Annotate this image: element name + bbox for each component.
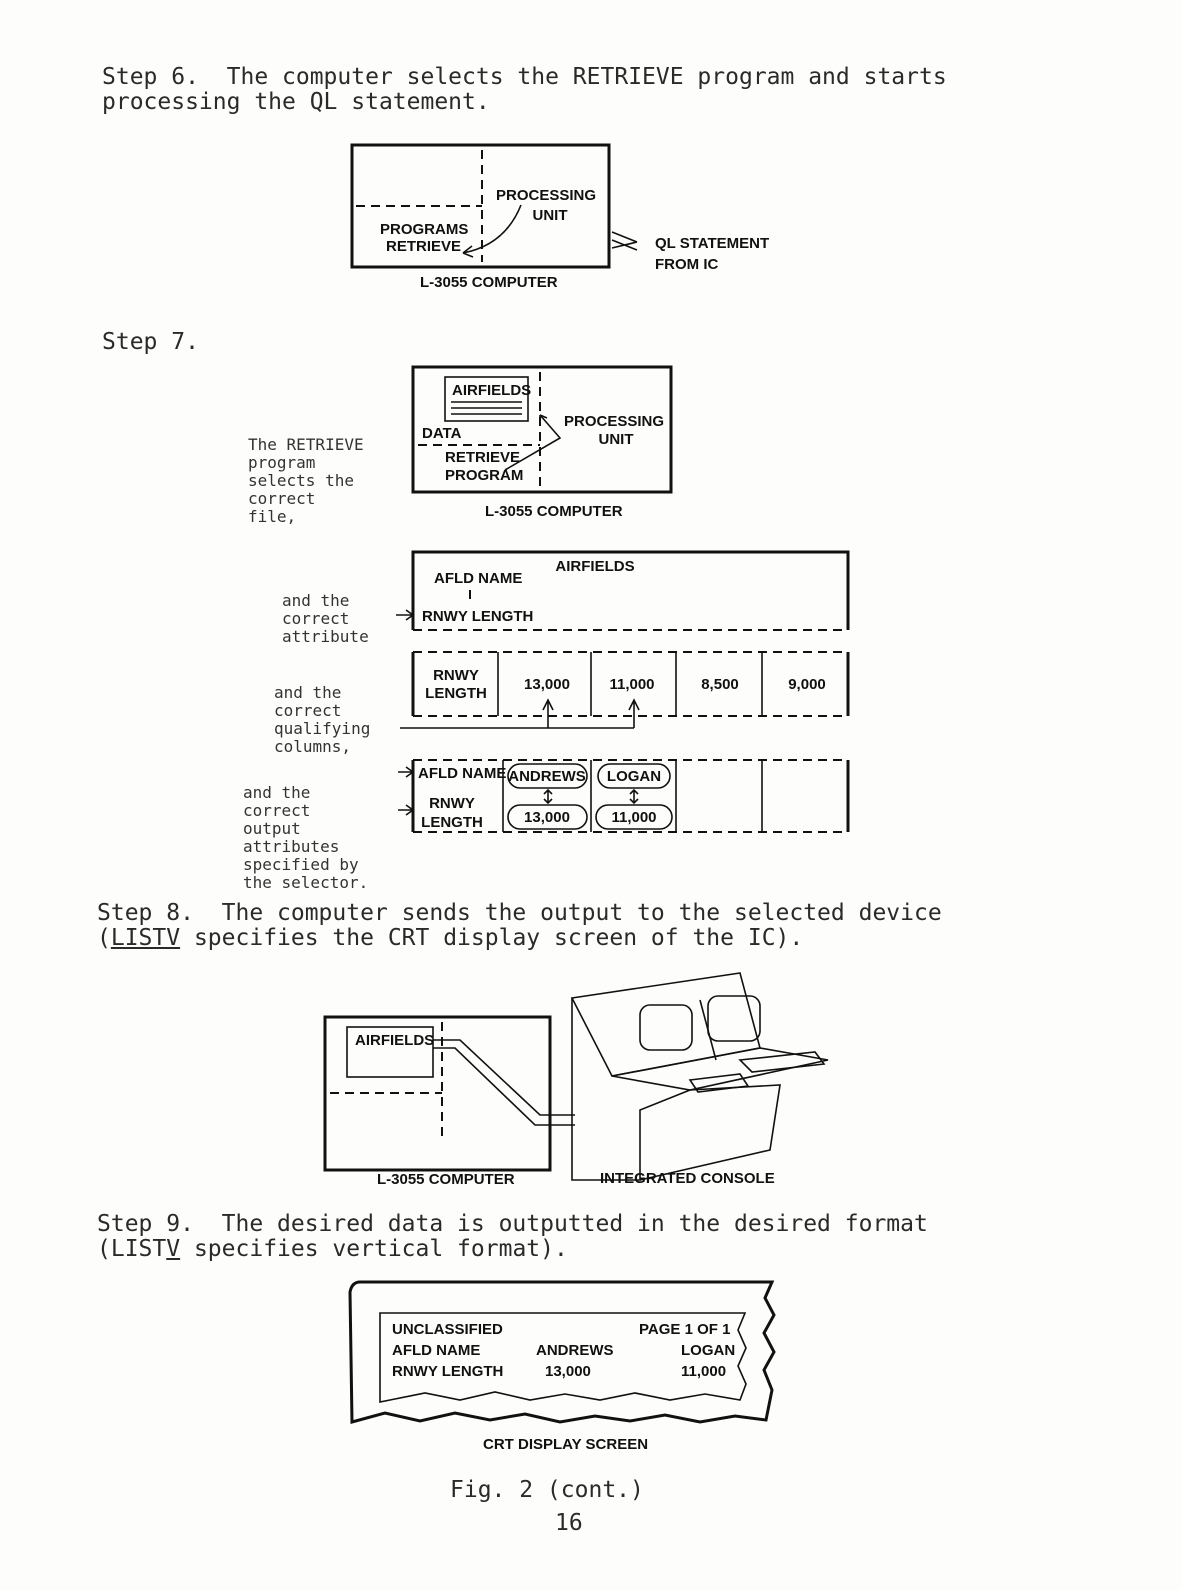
step6-ql1: QL STATEMENT (655, 235, 769, 252)
crt-value-1: 13,000 (545, 1363, 591, 1380)
step7-out-rnwy: RNWY (429, 795, 475, 812)
step6-ql2: FROM IC (655, 256, 718, 273)
step8-computer: L-3055 COMPUTER (377, 1171, 515, 1188)
crt-afld-name: AFLD NAME (392, 1342, 481, 1359)
step7-file-title: AIRFIELDS (555, 558, 634, 575)
step9-line2: (LISTV specifies vertical format). (97, 1236, 568, 1262)
page-number: 16 (555, 1510, 583, 1536)
crt-inner-screen (379, 1312, 747, 1403)
step7-col-1: 13,000 (524, 676, 570, 693)
crt-outer-frame (348, 1280, 776, 1424)
step7-computer: L-3055 COMPUTER (485, 503, 623, 520)
crt-logan: LOGAN (681, 1342, 736, 1359)
figure-caption: Fig. 2 (cont.) (450, 1477, 644, 1503)
step7-out-length: LENGTH (421, 814, 483, 831)
console-keyboard-shelf (611, 1047, 829, 1091)
crt-page: PAGE 1 OF 1 (639, 1321, 731, 1338)
step6-unit: UNIT (533, 207, 568, 224)
crt-unclassified: UNCLASSIFIED (392, 1321, 503, 1338)
step7-program: PROGRAM (445, 467, 523, 484)
crt-rnwy-length: RNWY LENGTH (392, 1363, 504, 1380)
step8-line2: (LISTV specifies the CRT display screen … (97, 925, 804, 951)
step8-line1: Step 8. The computer sends the output to… (97, 900, 942, 926)
step7-data: DATA (422, 425, 462, 442)
step7-retrieve: RETRIEVE (445, 449, 520, 466)
step7-rnwy-length: RNWY LENGTH (422, 608, 533, 625)
crt-value-2: 11,000 (681, 1363, 727, 1380)
step6-programs: PROGRAMS (380, 221, 468, 238)
step7-title: Step 7. (102, 329, 199, 355)
step7-airfields-file: AIRFIELDS (452, 382, 531, 399)
step8-airfields: AIRFIELDS (355, 1032, 435, 1049)
step7-out-value-1: 13,000 (524, 809, 570, 826)
step9-line1: Step 9. The desired data is outputted in… (97, 1211, 928, 1237)
step6-computer: L-3055 COMPUTER (420, 274, 558, 291)
step7-out-name-1: ANDREWS (508, 768, 586, 785)
step7-out-afld: AFLD NAME (418, 765, 506, 782)
step7-out-value-2: 11,000 (611, 809, 656, 826)
step7-unit: UNIT (599, 431, 634, 448)
step6-line1: Step 6. The computer selects the RETRIEV… (102, 64, 947, 90)
crt-caption: CRT DISPLAY SCREEN (483, 1436, 649, 1453)
crt-andrews: ANDREWS (536, 1342, 614, 1359)
step7-col-2: 11,000 (609, 676, 654, 693)
step7-col-4: 9,000 (788, 676, 826, 693)
step6-processing: PROCESSING (496, 187, 596, 204)
step7-out-name-2: LOGAN (607, 768, 661, 785)
step7-rnwy: RNWY (433, 667, 479, 684)
step7-afld-name: AFLD NAME (434, 570, 522, 587)
step8-console: INTEGRATED CONSOLE (600, 1170, 775, 1187)
step6-retrieve: RETRIEVE (386, 238, 461, 255)
step6-line2: processing the QL statement. (102, 89, 490, 115)
step7-col-3: 8,500 (701, 676, 739, 693)
step7-processing: PROCESSING (564, 413, 664, 430)
console-screen-left (639, 1004, 693, 1051)
step7-length: LENGTH (425, 685, 487, 702)
console-screen-right (707, 995, 761, 1042)
